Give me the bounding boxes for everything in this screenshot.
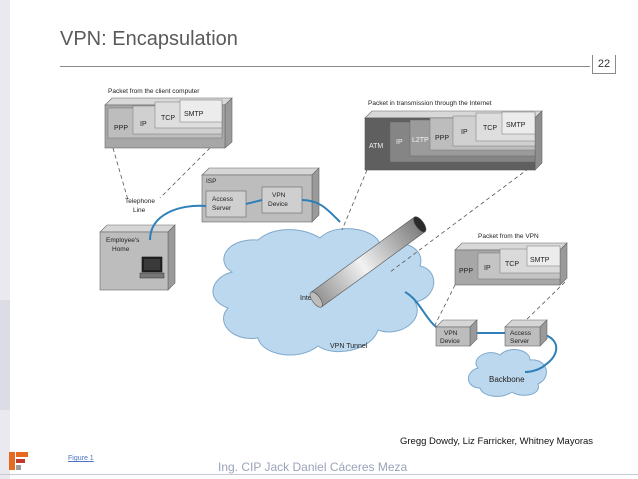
access-server-label: Server bbox=[212, 205, 232, 212]
footer-author: Ing. CIP Jack Daniel Cáceres Meza bbox=[218, 460, 408, 474]
telephone-line-label: Line bbox=[133, 207, 146, 214]
vpn-device-label: Device bbox=[440, 338, 460, 345]
telephone-line-label: Telephone bbox=[125, 198, 155, 205]
packet-layer: SMTP bbox=[530, 257, 550, 264]
vpn-device-label: VPN bbox=[272, 192, 286, 199]
packet-layer: ATM bbox=[369, 143, 383, 150]
backbone-label: Backbone bbox=[489, 375, 525, 384]
isp-label: ISP bbox=[206, 178, 216, 185]
isp-box: ISP Access Server VPN Device bbox=[201, 167, 320, 223]
packet-layer: IP bbox=[140, 121, 147, 128]
slide-title: VPN: Encapsulation bbox=[60, 28, 238, 50]
access-server-label: Access bbox=[212, 196, 234, 203]
remote-access-server: Access Server bbox=[504, 319, 548, 347]
page-number: 22 bbox=[592, 55, 616, 74]
left-decor-strip bbox=[0, 0, 10, 479]
packet-layer: L2TP bbox=[412, 137, 429, 144]
packet-layer: PPP bbox=[459, 268, 473, 275]
internet-packet-caption: Packet in transmission through the Inter… bbox=[368, 100, 492, 107]
internet-packet: ATM IP L2TP PPP IP TCP SMTP bbox=[364, 110, 543, 171]
title-divider bbox=[60, 66, 590, 67]
figure-link[interactable]: Figure 1 bbox=[68, 455, 94, 462]
footer-divider bbox=[0, 474, 638, 475]
packet-layer: TCP bbox=[483, 125, 497, 132]
backbone-cloud bbox=[468, 349, 547, 397]
packet-layer: TCP bbox=[505, 261, 519, 268]
computer-icon bbox=[139, 256, 165, 279]
image-credit: Gregg Dowdy, Liz Farricker, Whitney Mayo… bbox=[400, 436, 594, 447]
employee-home-label: Home bbox=[112, 246, 130, 253]
access-server-label: Server bbox=[510, 338, 530, 345]
employee-home-label: Employee's bbox=[106, 237, 140, 244]
packet-layer: PPP bbox=[435, 135, 449, 142]
client-packet-caption: Packet from the client computer bbox=[108, 88, 200, 95]
packet-layer: TCP bbox=[161, 115, 175, 122]
employee-home: Employee's Home bbox=[99, 224, 176, 291]
projection-lines bbox=[112, 137, 566, 327]
packet-layer: SMTP bbox=[506, 122, 526, 129]
vpn-device-label: Device bbox=[268, 201, 288, 208]
institution-logo-icon bbox=[9, 452, 28, 470]
remote-vpn-device: VPN Device bbox=[435, 319, 478, 347]
access-server-label: Access bbox=[510, 330, 532, 337]
vpn-packet: PPP IP TCP SMTP bbox=[454, 242, 568, 286]
packet-layer: PPP bbox=[114, 125, 128, 132]
packet-layer: IP bbox=[461, 129, 468, 136]
packet-layer: IP bbox=[484, 265, 491, 272]
packet-layer: IP bbox=[396, 139, 403, 146]
vpn-tunnel-tube bbox=[309, 216, 427, 308]
vpn-tunnel-label: VPN Tunnel bbox=[330, 343, 368, 350]
left-decor-strip-shade bbox=[0, 300, 10, 410]
vpn-device-label: VPN bbox=[444, 330, 458, 337]
vpn-packet-caption: Packet from the VPN bbox=[478, 233, 539, 240]
packet-layer: SMTP bbox=[184, 111, 204, 118]
client-packet: PPP IP TCP SMTP bbox=[104, 97, 233, 149]
